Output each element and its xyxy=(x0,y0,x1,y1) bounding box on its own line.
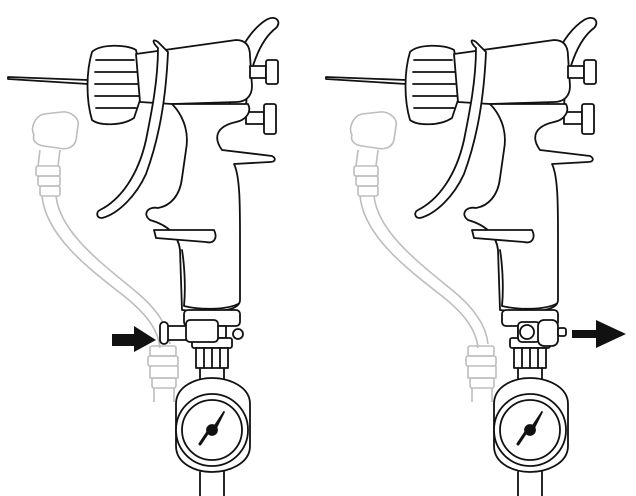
arrow-right-icon xyxy=(112,326,156,352)
panel-right xyxy=(324,16,626,496)
arrow-right-icon xyxy=(572,320,626,348)
valve-knob-pressed xyxy=(159,319,244,345)
panel-left xyxy=(6,16,280,496)
valve-knob-released xyxy=(517,319,567,347)
